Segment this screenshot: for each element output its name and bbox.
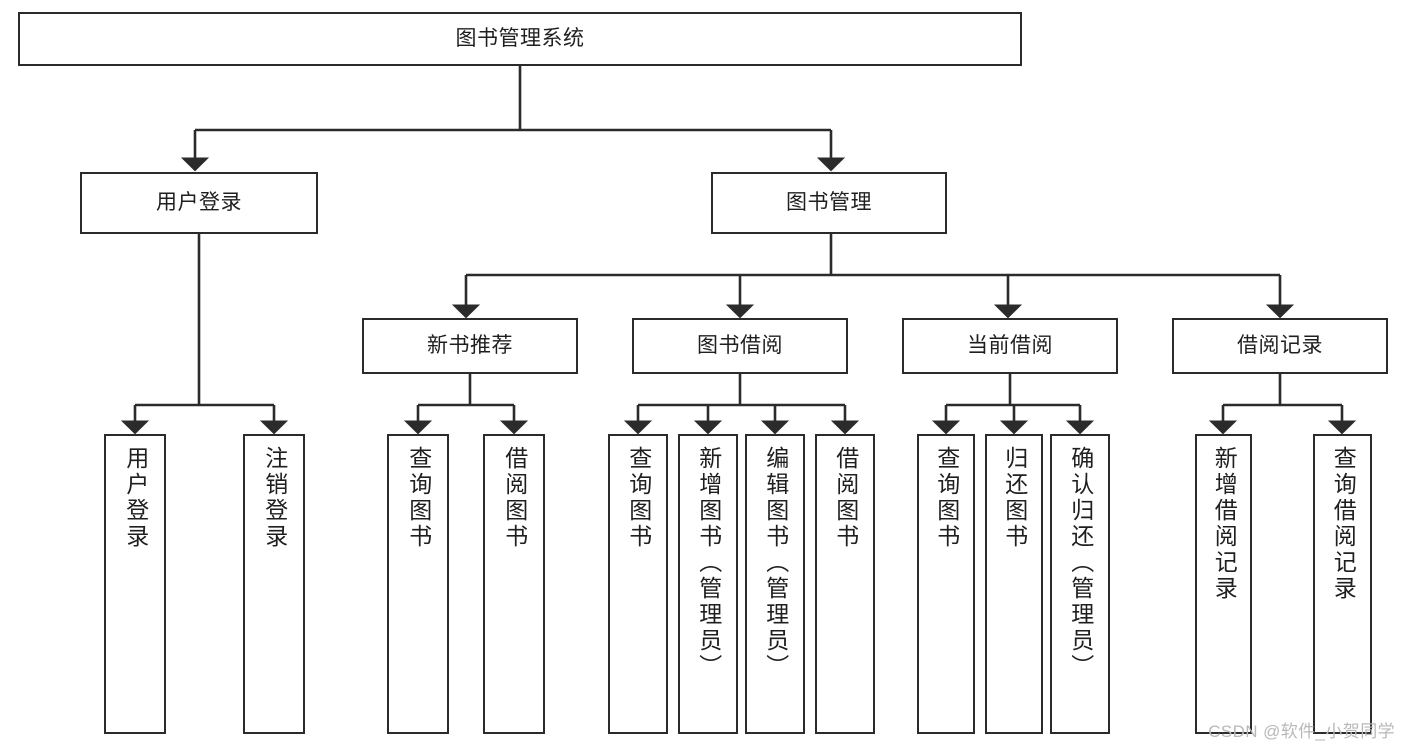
leaf-add-book-admin-label: 新增图书（管理员）: [695, 446, 722, 680]
leaf-user-login-label: 用户登录: [122, 446, 149, 550]
leaf-return-book-label: 归还图书: [1001, 446, 1028, 550]
leaf-logout-label: 注销登录: [261, 446, 288, 550]
leaf-borrow-book-label: 借阅图书: [832, 446, 859, 550]
leaf-confirm-return-admin[interactable]: 确认归还（管理员）: [1050, 434, 1110, 734]
leaf-query-book-newbook[interactable]: 查询图书: [387, 434, 449, 734]
leaf-query-borrow-record[interactable]: 查询借阅记录: [1313, 434, 1372, 734]
node-book-borrow[interactable]: 图书借阅: [632, 318, 848, 374]
node-current-borrow[interactable]: 当前借阅: [902, 318, 1118, 374]
node-borrow-record-label: 借阅记录: [1237, 333, 1323, 357]
leaf-query-book-current[interactable]: 查询图书: [917, 434, 975, 734]
csdn-watermark: CSDN @软件_小贺同学: [1208, 722, 1395, 741]
node-new-book-recommend-label: 新书推荐: [427, 333, 513, 357]
leaf-edit-book-admin[interactable]: 编辑图书（管理员）: [745, 434, 805, 734]
node-user-login[interactable]: 用户登录: [80, 172, 318, 234]
node-book-management[interactable]: 图书管理: [711, 172, 947, 234]
leaf-edit-book-admin-label: 编辑图书（管理员）: [762, 446, 789, 680]
leaf-borrow-book[interactable]: 借阅图书: [815, 434, 875, 734]
node-root-label: 图书管理系统: [455, 26, 585, 50]
leaf-query-book-newbook-label: 查询图书: [405, 446, 432, 550]
node-root[interactable]: 图书管理系统: [18, 12, 1022, 66]
node-borrow-record[interactable]: 借阅记录: [1172, 318, 1388, 374]
leaf-return-book[interactable]: 归还图书: [985, 434, 1043, 734]
leaf-user-login[interactable]: 用户登录: [104, 434, 166, 734]
leaf-query-book-current-label: 查询图书: [933, 446, 960, 550]
leaf-query-book-borrow-label: 查询图书: [625, 446, 652, 550]
leaf-confirm-return-admin-label: 确认归还（管理员）: [1067, 446, 1094, 680]
leaf-add-borrow-record-label: 新增借阅记录: [1211, 446, 1238, 602]
leaf-add-book-admin[interactable]: 新增图书（管理员）: [678, 434, 738, 734]
leaf-query-borrow-record-label: 查询借阅记录: [1330, 446, 1357, 602]
node-current-borrow-label: 当前借阅: [967, 333, 1053, 357]
node-new-book-recommend[interactable]: 新书推荐: [362, 318, 578, 374]
leaf-borrow-book-newbook-label: 借阅图书: [501, 446, 528, 550]
leaf-borrow-book-newbook[interactable]: 借阅图书: [483, 434, 545, 734]
node-book-management-label: 图书管理: [786, 190, 872, 214]
node-book-borrow-label: 图书借阅: [697, 333, 783, 357]
node-user-login-label: 用户登录: [156, 190, 242, 214]
leaf-logout[interactable]: 注销登录: [243, 434, 305, 734]
leaf-add-borrow-record[interactable]: 新增借阅记录: [1195, 434, 1252, 734]
leaf-query-book-borrow[interactable]: 查询图书: [608, 434, 668, 734]
